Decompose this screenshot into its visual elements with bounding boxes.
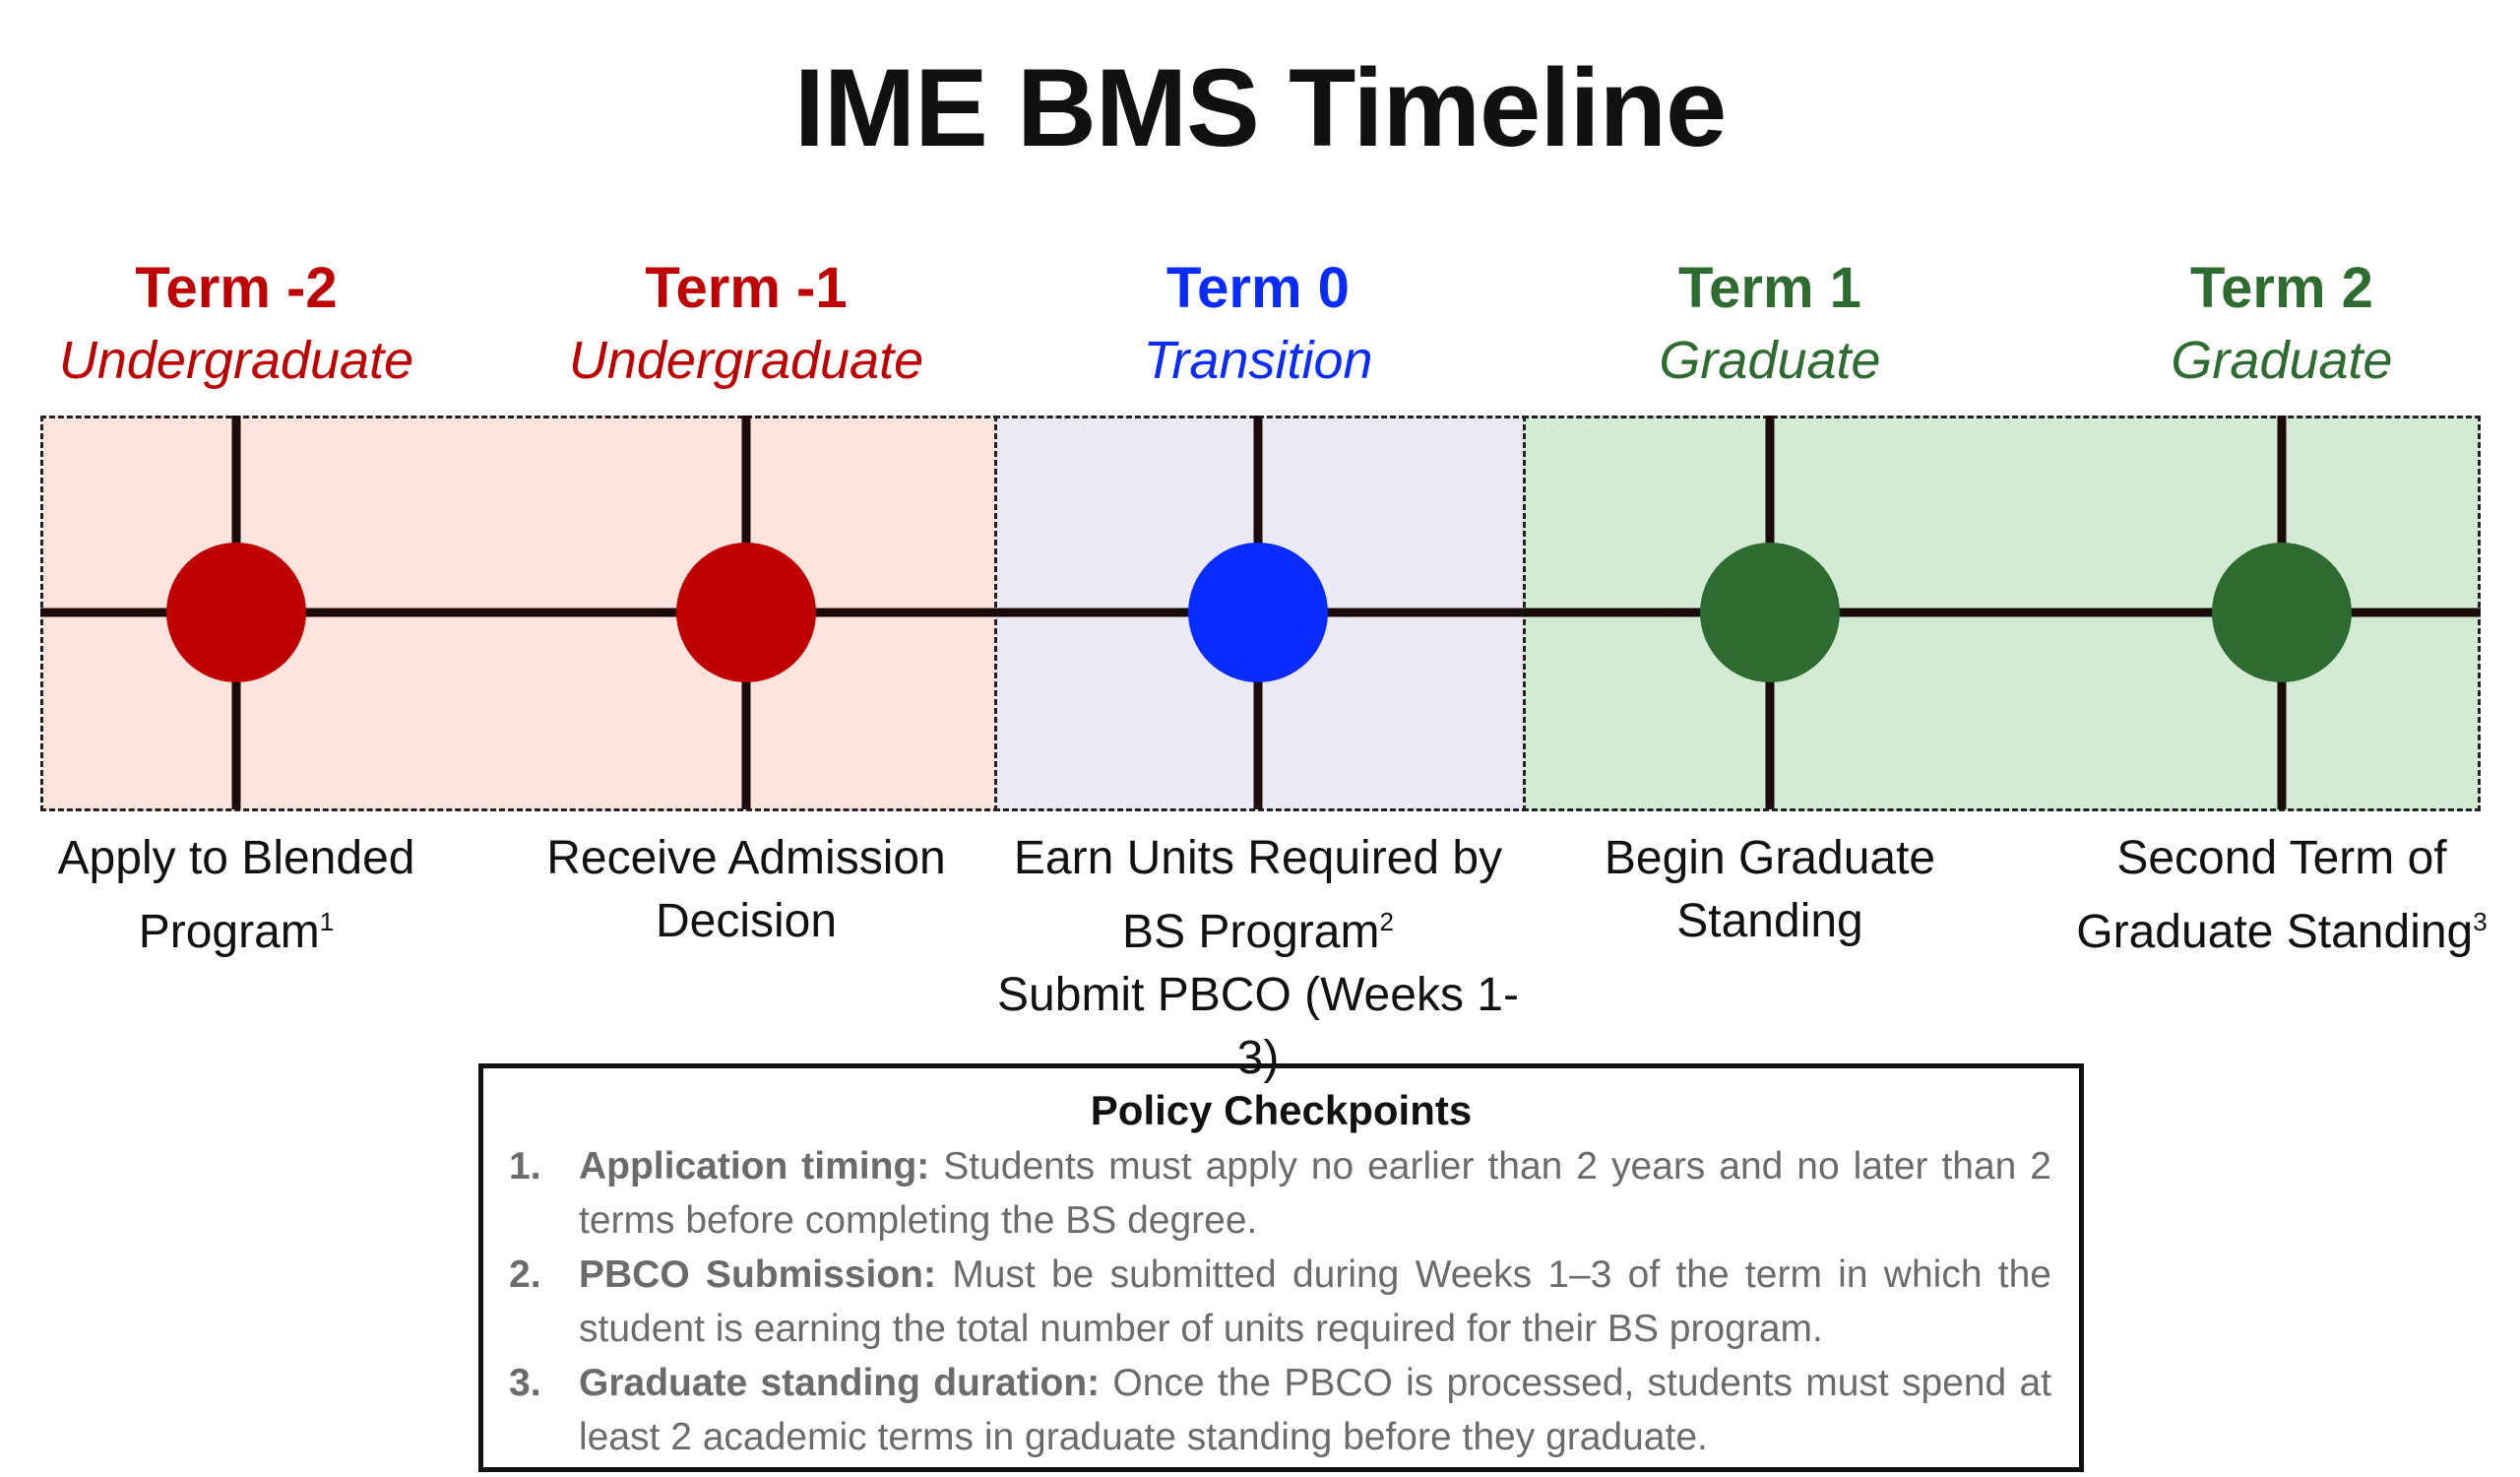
term-name: Term 2 [2190,256,2373,320]
footnote-ref: 1 [319,907,335,936]
policy-item-text: Once the PBCO is processed, students mus… [579,1362,2051,1458]
milestone-line: Graduate Standing3 [2006,890,2520,964]
page-title: IME BMS Timeline [793,46,1728,169]
term-header: Term -1 Undergraduate [451,254,1041,398]
policy-item: 1. Application timing: Students must appl… [483,1139,2079,1248]
term-phase: Undergraduate [568,331,924,390]
policy-item-heading: Application timing: [579,1145,930,1188]
term-header: Term -2 Undergraduate [0,254,532,398]
milestone-text: Graduate Standing [2076,906,2474,958]
policy-item-number: 3. [509,1362,541,1404]
milestone-line: Receive Admission [471,827,1022,890]
term-name: Term 0 [1166,256,1350,320]
milestone-line: Earn Units Required by [982,827,1534,890]
term-header: Term 0 Transition [963,254,1553,398]
policy-item-heading: PBCO Submission: [579,1253,936,1296]
policy-title: Policy Checkpoints [1090,1087,1473,1133]
milestone-line: Submit PBCO (Weeks 1-3) [982,964,1534,1090]
term-name: Term -2 [135,256,338,320]
policy-item-heading: Graduate standing duration: [579,1362,1101,1404]
term-marker [2212,543,2352,682]
milestone-line: Standing [1494,890,2046,953]
policy-item-number: 2. [509,1253,541,1296]
policy-item-text: Students must apply no earlier than 2 ye… [579,1145,2051,1242]
policy-checkpoints-box: Policy Checkpoints 1. Application timing:… [478,1063,2084,1472]
term-name: Term -1 [645,256,848,320]
term-header: Term 1 Graduate [1475,254,2065,398]
footnote-ref: 2 [1379,907,1394,936]
term-header: Term 2 Graduate [1986,254,2520,398]
milestone-text: Standing [1676,895,1863,947]
milestone-line: Apply to Blended [0,827,512,890]
policy-item: 2. PBCO Submission: Must be submitted dur… [483,1248,2079,1356]
milestone-text: BS Program [1122,906,1380,958]
milestone-line: Decision [471,890,1022,953]
milestone-text: Earn Units Required by [1013,832,1503,884]
milestone-line: Program1 [0,890,512,964]
term-name: Term 1 [1678,256,1861,320]
milestone-text: Submit PBCO (Weeks 1-3) [997,969,1519,1084]
milestone-line: BS Program2 [982,890,1534,964]
policy-item: 3. Graduate standing duration: Once the P… [483,1356,2079,1464]
milestone-line: Begin Graduate [1494,827,2046,890]
term-marker [166,543,306,682]
policy-item-number: 1. [509,1145,541,1188]
term-phase: Graduate [1659,331,1881,390]
milestone-text: Apply to Blended [57,832,415,884]
milestone-text: Receive Admission [546,832,946,884]
term-marker [1700,543,1840,682]
term-marker [1188,543,1328,682]
milestone-text: Begin Graduate [1604,832,1936,884]
term-marker [676,543,816,682]
milestone-text: Decision [655,895,838,947]
term-phase: Transition [1143,331,1373,390]
term-milestone: Second Term of Graduate Standing3 [2006,827,2520,964]
milestone-line: Second Term of [2006,827,2520,890]
footnote-ref: 3 [2473,907,2488,936]
milestone-text: Second Term of [2116,832,2447,884]
term-phase: Graduate [2171,331,2393,390]
policy-item-text: Must be submitted during Weeks 1–3 of th… [579,1253,2051,1350]
milestone-text: Program [138,906,320,958]
term-phase: Undergraduate [58,331,414,390]
